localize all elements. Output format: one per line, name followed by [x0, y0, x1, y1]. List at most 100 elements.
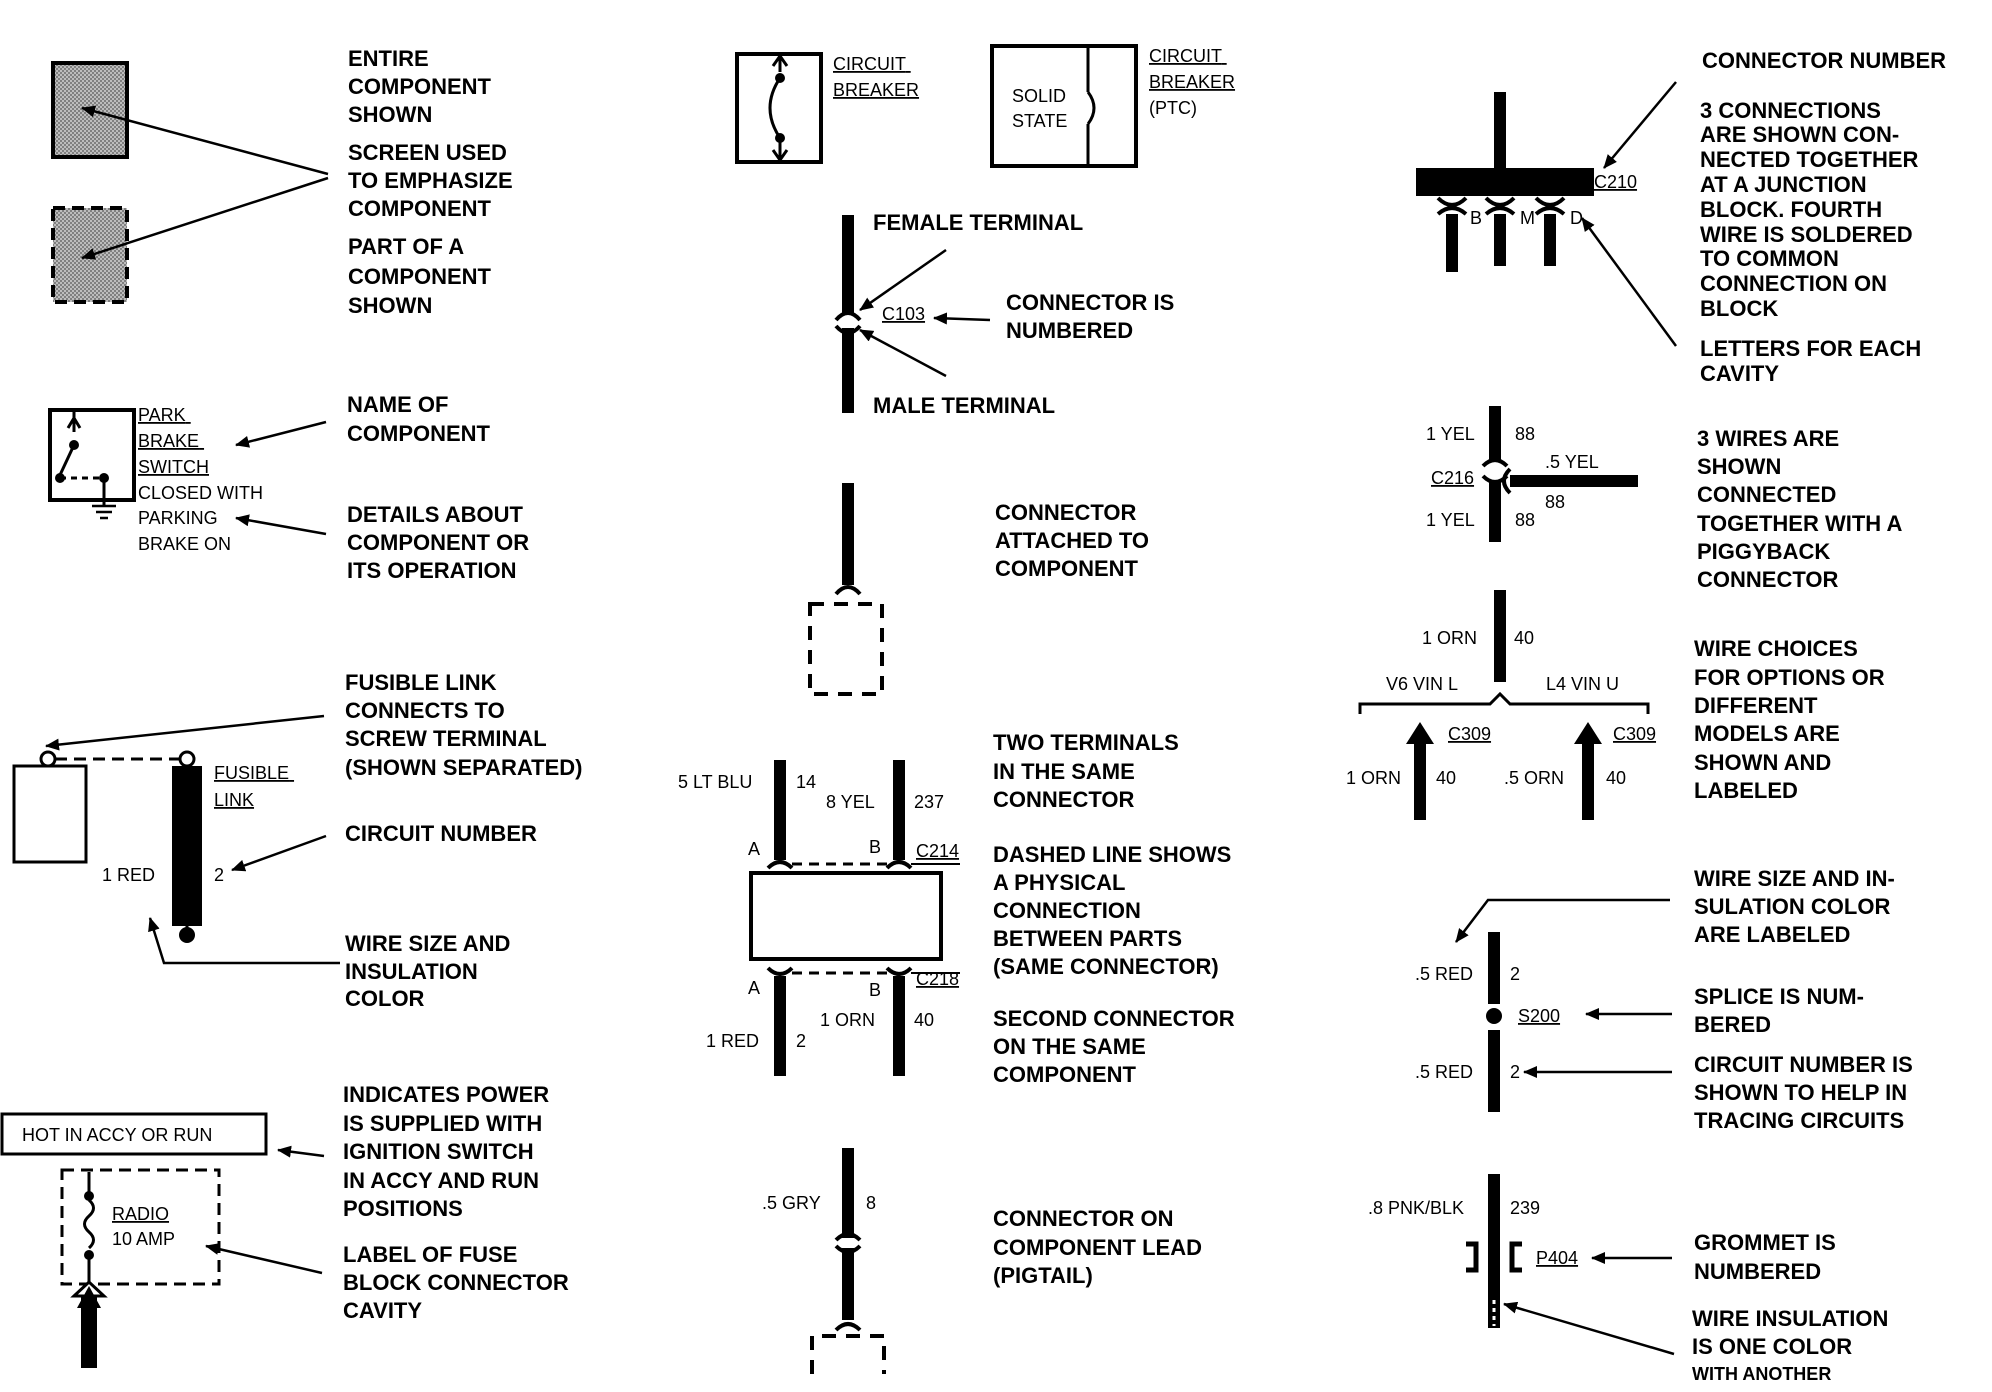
- circuit-40: 40: [914, 1010, 934, 1030]
- label-fuse-block-cavity: LABEL OF FUSE BLOCK CONNECTOR CAVITY: [343, 1242, 575, 1323]
- pin-b-bottom: B: [869, 980, 881, 1000]
- label-dashed-line: DASHED LINE SHOWS A PHYSICAL CONNECTION …: [993, 842, 1237, 979]
- wire-5-yel: .5 YEL: [1545, 452, 1599, 472]
- c218-label: C218: [916, 969, 959, 989]
- label-letters-cavity: LETTERS FOR EACH CAVITY: [1700, 336, 1927, 386]
- circuit-8: 8: [866, 1193, 876, 1213]
- wire-5-lt-blu: 5 LT BLU: [678, 772, 752, 792]
- wire-1-yel-top: 1 YEL: [1426, 424, 1475, 444]
- label-circuit-number: CIRCUIT NUMBER: [345, 821, 537, 846]
- label-circuit-help: CIRCUIT NUMBER IS SHOWN TO HELP IN TRACI…: [1694, 1052, 1919, 1133]
- wire-1-red-c218: 1 RED: [706, 1031, 759, 1051]
- radio-fuse-label: RADIO: [112, 1204, 169, 1224]
- wire-5-gry: .5 GRY: [762, 1193, 821, 1213]
- connector-c103-symbol: C103 FEMALE TERMINAL CONNECTOR IS NUMBER…: [834, 210, 1180, 418]
- label-male-terminal: MALE TERMINAL: [873, 393, 1055, 418]
- label-wire-size-color: WIRE SIZE AND INSULATION COLOR: [345, 931, 517, 1011]
- label-pigtail: CONNECTOR ON COMPONENT LEAD (PIGTAIL): [993, 1206, 1208, 1288]
- label-part-of-component: PART OF A COMPONENT SHOWN: [348, 234, 497, 318]
- c103-label: C103: [882, 304, 925, 324]
- wire-1-red: 1 RED: [102, 865, 155, 885]
- connector-attached-symbol: CONNECTOR ATTACHED TO COMPONENT: [808, 483, 1155, 696]
- circuit-239: 239: [1510, 1198, 1540, 1218]
- circuit-88-right: 88: [1545, 492, 1565, 512]
- circuit-88-top: 88: [1515, 424, 1535, 444]
- wire-5-red-top: .5 RED: [1415, 964, 1473, 984]
- label-entire-component: ENTIRE COMPONENT SHOWN: [348, 46, 497, 127]
- wire-1-orn-top: 1 ORN: [1422, 628, 1477, 648]
- cavity-m: M: [1520, 208, 1535, 228]
- circuit-breaker-symbols: CIRCUIT BREAKER SOLID STATE CIRCUIT BREA…: [735, 44, 1235, 168]
- circuit-88-bottom: 88: [1515, 510, 1535, 530]
- label-indicates-power: INDICATES POWER IS SUPPLIED WITH IGNITIO…: [343, 1082, 555, 1221]
- l4-vin-label: L4 VIN U: [1546, 674, 1619, 694]
- label-connector-number: CONNECTOR NUMBER: [1702, 48, 1946, 73]
- wire-8-pnk-blk: .8 PNK/BLK: [1368, 1198, 1464, 1218]
- screened-components: ENTIRE COMPONENT SHOWN SCREEN USED TO EM…: [51, 46, 519, 318]
- circuit-14: 14: [796, 772, 816, 792]
- ptc-label: (PTC): [1149, 98, 1197, 118]
- p404-label: P404: [1536, 1248, 1578, 1268]
- label-grommet: GROMMET IS NUMBERED: [1694, 1230, 1842, 1284]
- cavity-b: B: [1470, 208, 1482, 228]
- wire-5-red-bottom: .5 RED: [1415, 1062, 1473, 1082]
- fuse-amp-label: 10 AMP: [112, 1229, 175, 1249]
- label-female-terminal: FEMALE TERMINAL: [873, 210, 1083, 235]
- label-wire-insulation-small: WITH ANOTHER: [1692, 1364, 1831, 1384]
- pin-a-bottom: A: [748, 978, 760, 998]
- label-wire-choices: WIRE CHOICES FOR OPTIONS OR DIFFERENT MO…: [1694, 636, 1891, 803]
- label-connector-numbered: CONNECTOR IS NUMBERED: [1006, 290, 1180, 343]
- label-three-connections: 3 CONNECTIONS ARE SHOWN CON- NECTED TOGE…: [1700, 98, 1925, 321]
- label-name-of-component: NAME OF COMPONENT: [347, 392, 491, 446]
- circuit-2: 2: [214, 865, 224, 885]
- pigtail-connector-symbol: .5 GRY 8 CONNECTOR ON COMPONENT LEAD (PI…: [762, 1148, 1208, 1374]
- c210-label: C210: [1594, 172, 1637, 192]
- circuit-40-left: 40: [1436, 768, 1456, 788]
- splice-s200: .5 RED 2 S200 .5 RED 2 WIRE SIZE AND IN-…: [1415, 866, 1919, 1133]
- c216-label: C216: [1431, 468, 1474, 488]
- solid-state-label: SOLID STATE: [1012, 86, 1071, 131]
- label-two-terminals: TWO TERMINALS IN THE SAME CONNECTOR: [993, 730, 1185, 812]
- wire-5-orn: .5 ORN: [1504, 768, 1564, 788]
- circuit-2-top: 2: [1510, 964, 1520, 984]
- label-wire-insulation: WIRE INSULATION IS ONE COLOR: [1692, 1306, 1894, 1359]
- label-splice-numbered: SPLICE IS NUM- BERED: [1694, 984, 1870, 1037]
- v6-vin-label: V6 VIN L: [1386, 674, 1458, 694]
- wire-choices-c309: 1 ORN 40 V6 VIN L L4 VIN U C309 C309 1 O…: [1346, 590, 1891, 820]
- entire-component-box: [51, 61, 129, 159]
- junction-block-c210: B M D C210 CONNECTOR NUMBER 3 CONNECTION…: [1416, 48, 1946, 386]
- wire-1-orn-left: 1 ORN: [1346, 768, 1401, 788]
- label-details-about: DETAILS ABOUT COMPONENT OR ITS OPERATION: [347, 502, 535, 583]
- wire-1-orn: 1 ORN: [820, 1010, 875, 1030]
- pin-a-top: A: [748, 839, 760, 859]
- label-wire-size-ins: WIRE SIZE AND IN- SULATION COLOR ARE LAB…: [1694, 866, 1901, 947]
- connectors-c214-c218: 5 LT BLU 14 8 YEL 237 A B C214 C218 A B …: [678, 730, 1237, 1087]
- circuit-breaker-label: CIRCUIT BREAKER: [833, 54, 919, 100]
- c309-right: C309: [1613, 724, 1656, 744]
- grommet-p404: .8 PNK/BLK 239 P404 GROMMET IS NUMBERED …: [1368, 1174, 1894, 1384]
- pin-b-top: B: [869, 837, 881, 857]
- circuit-2-bottom: 2: [1510, 1062, 1520, 1082]
- fusible-link-symbol: FUSIBLE LINK 1 RED 2 FUSIBLE LINK CONNEC…: [12, 670, 583, 1011]
- hot-in-accy-symbol: HOT IN ACCY OR RUN RADIO 10 AMP INDICATE…: [0, 1082, 575, 1368]
- park-brake-name: PARK BRAKE SWITCH: [138, 405, 209, 477]
- hot-in-accy-label: HOT IN ACCY OR RUN: [22, 1125, 212, 1145]
- wire-1-yel-bottom: 1 YEL: [1426, 510, 1475, 530]
- circuit-40-top: 40: [1514, 628, 1534, 648]
- label-screen-used: SCREEN USED TO EMPHASIZE COMPONENT: [348, 140, 519, 221]
- c214-label: C214: [916, 841, 959, 861]
- c309-left: C309: [1448, 724, 1491, 744]
- piggyback-connector-c216: 1 YEL 88 .5 YEL C216 88 1 YEL 88 3 WIRES…: [1426, 406, 1908, 592]
- label-connector-attached: CONNECTOR ATTACHED TO COMPONENT: [995, 500, 1155, 581]
- wire-8-yel: 8 YEL: [826, 792, 875, 812]
- cavity-d: D: [1570, 208, 1583, 228]
- s200-label: S200: [1518, 1006, 1560, 1026]
- circuit-40-right: 40: [1606, 768, 1626, 788]
- circuit-237: 237: [914, 792, 944, 812]
- circuit-breaker-ptc-label: CIRCUIT BREAKER: [1149, 46, 1235, 92]
- circuit-2-c218: 2: [796, 1031, 806, 1051]
- label-three-wires: 3 WIRES ARE SHOWN CONNECTED TOGETHER WIT…: [1697, 426, 1908, 592]
- label-fusible-link: FUSIBLE LINK CONNECTS TO SCREW TERMINAL …: [345, 670, 583, 780]
- fusible-link-label: FUSIBLE LINK: [214, 763, 294, 810]
